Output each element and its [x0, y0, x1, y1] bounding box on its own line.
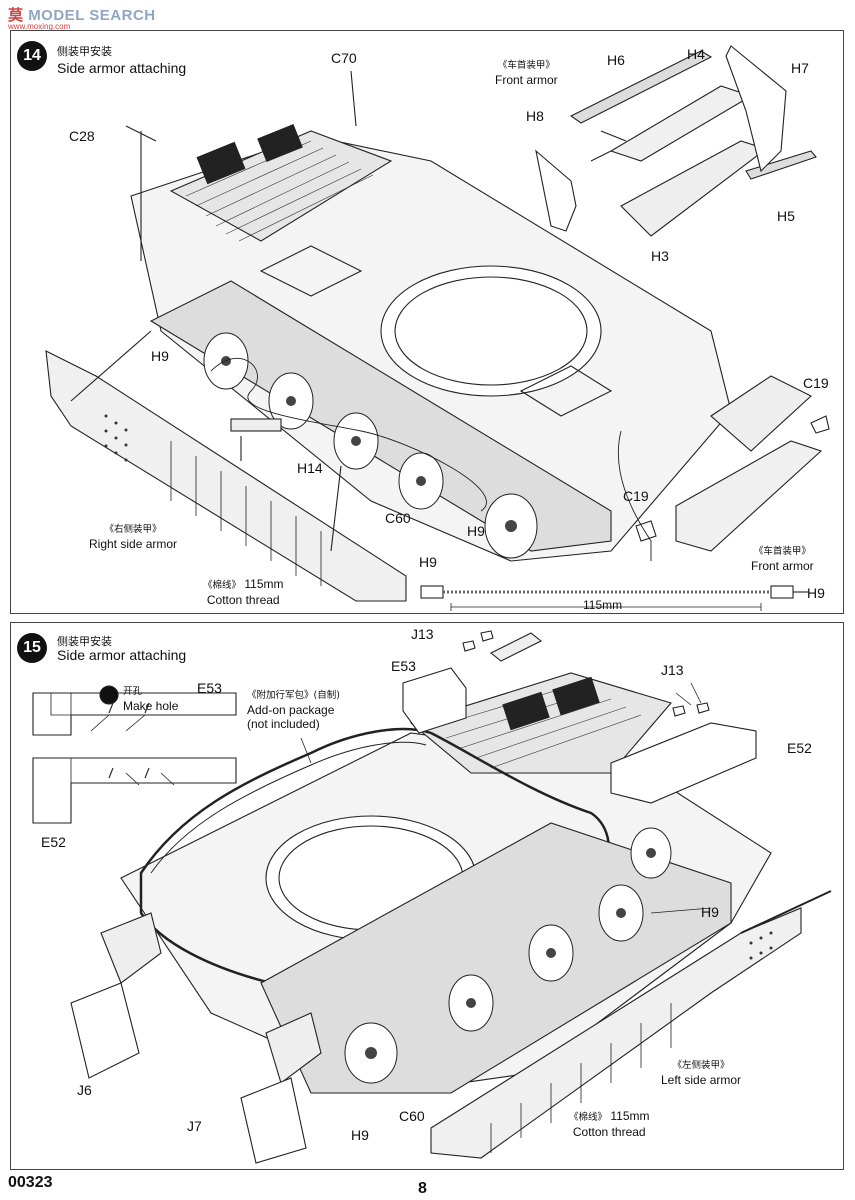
step-15-tank-drawing — [32, 630, 832, 1164]
cotton-thread-length: 115mm — [610, 1109, 650, 1123]
left-side-armor-note: 《左侧装甲》 Left side armor — [661, 1059, 741, 1087]
front-armor-bottom-zh: 《车首装甲》 — [753, 546, 811, 557]
cotton-thread-note: 《棉线》 115mm Cotton thread — [569, 1109, 649, 1139]
left-side-armor-en: Left side armor — [661, 1073, 742, 1087]
step-title-zh: 侧装甲安装 — [57, 45, 112, 58]
watermark-logo: 莫 MODEL SEARCH — [8, 7, 156, 24]
part-label-h4: H4 — [687, 46, 705, 62]
part-label-c19: C19 — [623, 488, 649, 504]
part-label-h7: H7 — [791, 60, 809, 76]
part-label-h3: H3 — [651, 248, 669, 264]
make-hole-note: 开孔 Make hole — [123, 685, 178, 713]
part-label-j7: J7 — [187, 1118, 202, 1134]
cotton-thread-note: 《棉线》 115mm Cotton thread — [203, 577, 283, 607]
left-side-armor-zh: 《左侧装甲》 — [672, 1060, 730, 1071]
make-hole-zh: 开孔 — [123, 686, 143, 697]
front-armor-top-note: 《车首装甲》 Front armor — [495, 59, 558, 87]
product-code: 00323 — [8, 1174, 53, 1191]
page-number: 8 — [418, 1180, 427, 1197]
step-14-tank-drawing — [45, 45, 830, 611]
make-hole-en: Make hole — [123, 699, 179, 713]
watermark-url: www.moxing.com — [8, 22, 71, 31]
step-14-panel: 14 侧装甲安装 Side armor attaching — [10, 30, 844, 614]
front-armor-bottom-en: Front armor — [751, 559, 814, 573]
part-label-h9: H9 — [807, 585, 825, 601]
part-label-h9: H9 — [467, 523, 485, 539]
right-side-armor-en: Right side armor — [89, 537, 178, 551]
addon-package-note: 《附加行军包》(自制) Add-on package (not included… — [247, 689, 340, 731]
step-title-en: Side armor attaching — [57, 60, 187, 76]
part-label-h14: H14 — [297, 460, 323, 476]
part-label-c70: C70 — [331, 50, 357, 66]
part-label-h9: H9 — [151, 348, 169, 364]
step-number-badge: 15 — [17, 633, 47, 663]
part-label-c28: C28 — [69, 128, 95, 144]
dimension-label: 115mm — [583, 598, 623, 612]
addon-package-en: Add-on package — [247, 703, 335, 717]
cotton-thread-length: 115mm — [244, 577, 284, 591]
part-label-h8: H8 — [526, 108, 544, 124]
cotton-thread-zh: 《棉线》 — [569, 1112, 608, 1123]
addon-package-not-included: (not included) — [247, 717, 320, 731]
part-label-h5: H5 — [777, 208, 795, 224]
part-label-j13: J13 — [661, 662, 684, 678]
part-label-h9: H9 — [701, 904, 719, 920]
part-label-c60: C60 — [385, 510, 411, 526]
part-label-e53: E53 — [391, 658, 416, 674]
cotton-thread-en: Cotton thread — [572, 1125, 646, 1139]
right-side-armor-zh: 《右侧装甲》 — [104, 524, 162, 535]
front-armor-top-en: Front armor — [495, 73, 558, 87]
part-label-e52: E52 — [787, 740, 812, 756]
part-label-e52: E52 — [41, 834, 66, 850]
part-label-h9: H9 — [351, 1127, 369, 1143]
part-label-c60: C60 — [399, 1108, 425, 1124]
part-label-h9: H9 — [419, 554, 437, 570]
addon-package-zh: 《附加行军包》(自制) — [247, 690, 340, 701]
step-title-zh: 侧装甲安装 — [57, 635, 112, 648]
part-label-c19: C19 — [803, 375, 829, 391]
part-label-j13: J13 — [411, 626, 434, 642]
cotton-thread-zh: 《棉线》 — [203, 580, 242, 591]
step-15-panel: 15 侧装甲安装 Side armor attaching — [10, 622, 844, 1170]
part-label-h6: H6 — [607, 52, 625, 68]
front-armor-bottom-note: 《车首装甲》 Front armor — [751, 545, 814, 573]
step-number-badge: 14 — [17, 41, 47, 71]
cotton-thread-en: Cotton thread — [206, 593, 280, 607]
step-title-en: Side armor attaching — [57, 647, 187, 663]
front-armor-top-zh: 《车首装甲》 — [497, 60, 555, 71]
part-label-j6: J6 — [77, 1082, 92, 1098]
right-side-armor-note: 《右侧装甲》 Right side armor — [89, 523, 177, 551]
part-label-e53: E53 — [197, 680, 222, 696]
